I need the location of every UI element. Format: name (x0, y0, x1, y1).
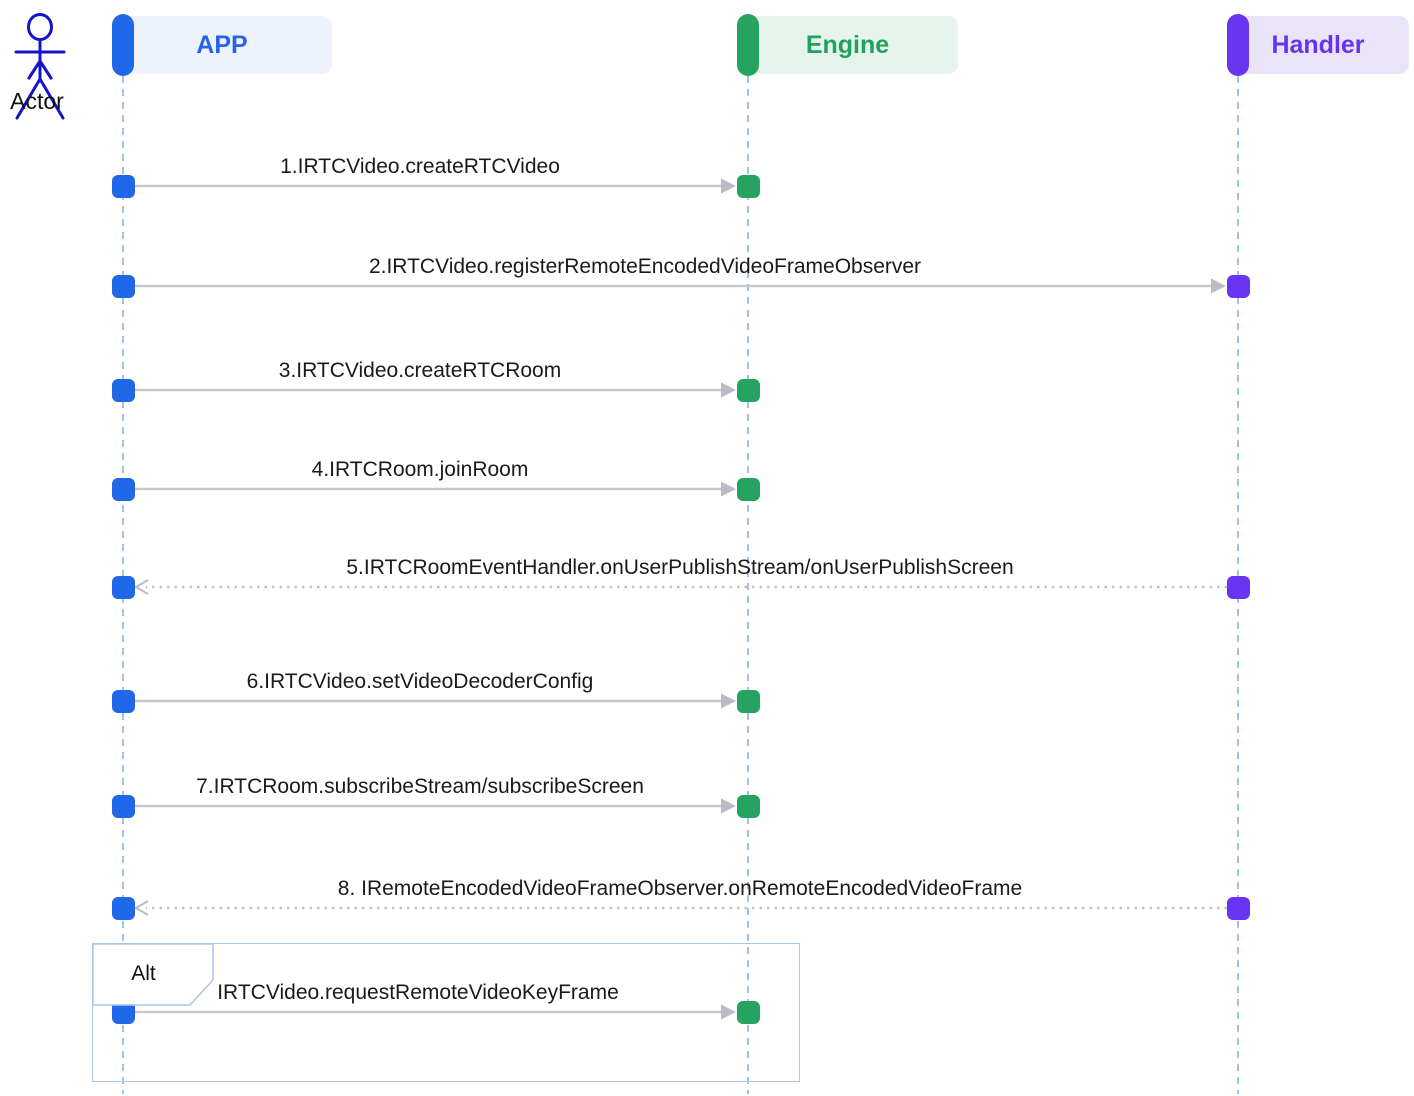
alt-fragment-label: Alt (131, 962, 156, 985)
app-message-node (111, 575, 135, 599)
handler-message-node (1226, 896, 1250, 920)
alt-fragment-box (92, 943, 800, 1082)
app-activation-pill (112, 14, 134, 76)
engine-message-node (736, 378, 760, 402)
message-label: 1.IRTCVideo.createRTCVideo (280, 155, 560, 178)
app-message-node (111, 274, 135, 298)
message-label: 5.IRTCRoomEventHandler.onUserPublishStre… (346, 556, 1014, 579)
message-label: 8. IRemoteEncodedVideoFrameObserver.onRe… (337, 877, 1023, 900)
engine-activation-pill (737, 14, 759, 76)
handler-message-node (1226, 575, 1250, 599)
engine-message-node (736, 477, 760, 501)
message-label: 4.IRTCRoom.joinRoom (311, 458, 529, 481)
message-label: 6.IRTCVideo.setVideoDecoderConfig (246, 670, 594, 693)
handler-header-box: Handler (1227, 16, 1409, 74)
engine-message-node (736, 1000, 760, 1024)
app-message-node (111, 689, 135, 713)
app-message-node (111, 378, 135, 402)
actor-label: Actor (10, 88, 64, 114)
engine-lifeline (747, 76, 749, 1094)
message-label: IRTCVideo.requestRemoteVideoKeyFrame (217, 981, 619, 1004)
app-header-box: APP (112, 16, 332, 74)
handler-activation-pill (1227, 14, 1249, 76)
app-message-node (111, 1000, 135, 1024)
engine-message-node (736, 794, 760, 818)
engine-header-box: Engine (737, 16, 958, 74)
engine-message-node (736, 174, 760, 198)
handler-label: Handler (1271, 30, 1365, 59)
app-message-node (111, 794, 135, 818)
engine-label: Engine (805, 30, 890, 59)
app-label: APP (196, 30, 248, 59)
actor-icon (14, 13, 66, 120)
app-message-node (111, 477, 135, 501)
message-label: 7.IRTCRoom.subscribeStream/subscribeScre… (196, 775, 644, 798)
handler-message-node (1226, 274, 1250, 298)
app-message-node (111, 896, 135, 920)
message-label: 2.IRTCVideo.registerRemoteEncodedVideoFr… (368, 255, 922, 278)
alt-fragment-label-shape (92, 943, 214, 1006)
app-message-node (111, 174, 135, 198)
engine-message-node (736, 689, 760, 713)
message-label: 3.IRTCVideo.createRTCRoom (278, 359, 562, 382)
